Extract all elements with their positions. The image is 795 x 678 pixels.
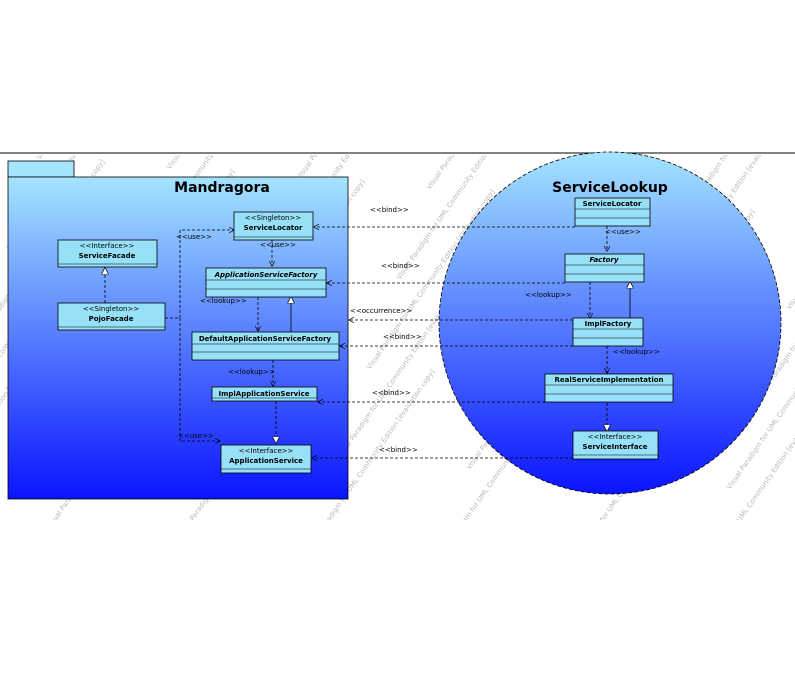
- class-impl-application-service[interactable]: ImplApplicationService: [211, 386, 318, 402]
- label-occurrence: <<occurrence>>: [350, 307, 412, 315]
- class-name: ImplApplicationService: [218, 390, 309, 398]
- connector-labels: <<use>> <<use>> <<use>> <<use>> <<lookup…: [176, 206, 660, 454]
- class-name: Factory: [589, 256, 618, 264]
- class-factory[interactable]: Factory: [564, 253, 645, 283]
- class-application-service[interactable]: <<Interface>> ApplicationService: [220, 444, 312, 474]
- package-title: ServiceLookup: [552, 180, 668, 196]
- class-stereotype: <<Interface>>: [588, 433, 643, 441]
- class-name: ApplicationService: [229, 457, 303, 465]
- watermark-text: Visual Paradigm for UML Community Editio…: [35, 0, 167, 161]
- class-stereotype: <<Interface>>: [239, 447, 294, 455]
- label-use: <<use>>: [605, 228, 641, 236]
- class-real-service-implementation[interactable]: RealServiceImplementation: [544, 373, 674, 403]
- class-impl-factory[interactable]: ImplFactory: [572, 317, 644, 347]
- class-name: ApplicationServiceFactory: [214, 271, 318, 279]
- package-title: Mandragora: [174, 180, 270, 196]
- label-lookup: <<lookup>>: [228, 368, 275, 376]
- class-service-interface[interactable]: <<Interface>> ServiceInterface: [572, 430, 659, 460]
- label-bind: <<bind>>: [370, 206, 409, 214]
- label-use: <<use>>: [260, 241, 296, 249]
- label-use: <<use>>: [178, 432, 214, 440]
- label-bind: <<bind>>: [381, 262, 420, 270]
- watermark-text: Visual Paradigm for UML Community Editio…: [165, 0, 297, 171]
- label-lookup: <<lookup>>: [525, 291, 572, 299]
- class-stereotype: <<Singleton>>: [245, 214, 302, 222]
- package-tab: [7, 160, 75, 178]
- class-application-service-factory[interactable]: ApplicationServiceFactory: [205, 267, 327, 298]
- class-default-application-service-factory[interactable]: DefaultApplicationServiceFactory: [191, 331, 340, 361]
- label-bind: <<bind>>: [383, 333, 422, 341]
- label-use: <<use>>: [176, 233, 212, 241]
- label-bind: <<bind>>: [372, 389, 411, 397]
- class-stereotype: <<Interface>>: [80, 242, 135, 250]
- class-name: ServiceLocator: [244, 224, 303, 232]
- classes: <<Interface>> ServiceFacade <<Singleton>…: [57, 197, 674, 474]
- watermark-text: Visual Paradigm for UML Community Editio…: [785, 128, 795, 311]
- use-pojo-to-appservice: [179, 318, 220, 441]
- class-name: DefaultApplicationServiceFactory: [199, 335, 332, 343]
- label-lookup: <<lookup>>: [613, 348, 660, 356]
- class-service-locator[interactable]: ServiceLocator: [574, 197, 651, 227]
- class-name: ServiceLocator: [583, 200, 642, 208]
- class-pojo-facade[interactable]: <<Singleton>> PojoFacade: [57, 302, 166, 331]
- class-name: ServiceFacade: [79, 252, 136, 260]
- class-service-facade[interactable]: <<Interface>> ServiceFacade: [57, 239, 158, 268]
- class-name: ImplFactory: [585, 320, 632, 328]
- class-service-locator[interactable]: <<Singleton>> ServiceLocator: [233, 211, 314, 241]
- label-bind: <<bind>>: [379, 446, 418, 454]
- label-lookup: <<lookup>>: [200, 297, 247, 305]
- class-stereotype: <<Singleton>>: [83, 305, 140, 313]
- connectors: [105, 226, 630, 458]
- watermark-text: Visual Paradigm for UML Community Editio…: [425, 8, 557, 191]
- class-name: ServiceInterface: [583, 443, 648, 451]
- class-name: RealServiceImplementation: [554, 376, 663, 384]
- watermark-text: Visual Paradigm for UML Community Editio…: [295, 0, 427, 181]
- use-pojo-to-locator: [165, 230, 234, 319]
- class-name: PojoFacade: [89, 315, 134, 323]
